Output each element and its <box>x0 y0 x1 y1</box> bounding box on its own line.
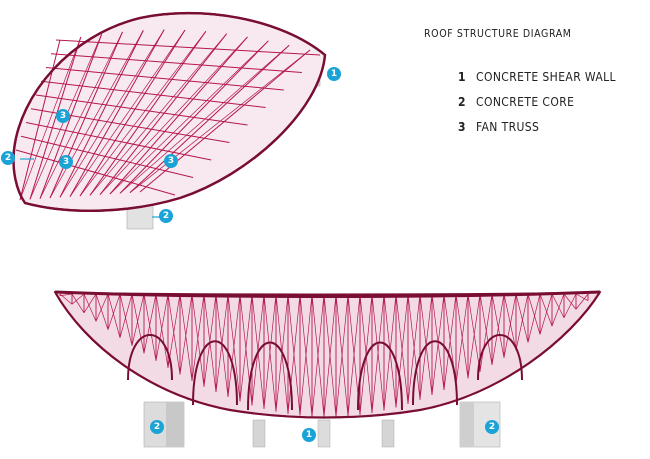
callout-concrete-core-left: 2 <box>1 151 15 165</box>
legend-label: CONCRETE CORE <box>476 95 575 109</box>
legend-label: FAN TRUSS <box>476 120 540 134</box>
legend-number: 2 <box>458 95 466 109</box>
shear-wall-center <box>317 419 331 448</box>
callout-concrete-core-top: 2 <box>159 209 173 223</box>
diagram-title: ROOF STRUCTURE DIAGRAM <box>424 28 572 40</box>
callout-fan-truss-c: 3 <box>164 154 178 168</box>
callout-shear-wall-center-elev: 1 <box>302 428 316 442</box>
roof-elevation-view <box>53 290 602 448</box>
roof-plan-view <box>12 11 327 230</box>
callout-concrete-core-left-elev: 2 <box>150 420 164 434</box>
callout-concrete-core-right-elev: 2 <box>485 420 499 434</box>
callout-shear-wall-top: 1 <box>327 67 341 81</box>
callout-fan-truss-a: 3 <box>56 109 70 123</box>
legend-item-shear-wall: 1 CONCRETE SHEAR WALL <box>458 70 616 84</box>
legend-item-concrete-core: 2 CONCRETE CORE <box>458 95 574 109</box>
shear-wall-right <box>381 419 395 448</box>
callout-fan-truss-b: 3 <box>59 155 73 169</box>
roof-plan-edge <box>12 11 327 212</box>
legend-number: 1 <box>458 70 466 84</box>
legend-item-fan-truss: 3 FAN TRUSS <box>458 120 539 134</box>
legend-label: CONCRETE SHEAR WALL <box>476 70 616 84</box>
legend-number: 3 <box>458 120 466 134</box>
shear-wall-left <box>252 419 266 448</box>
